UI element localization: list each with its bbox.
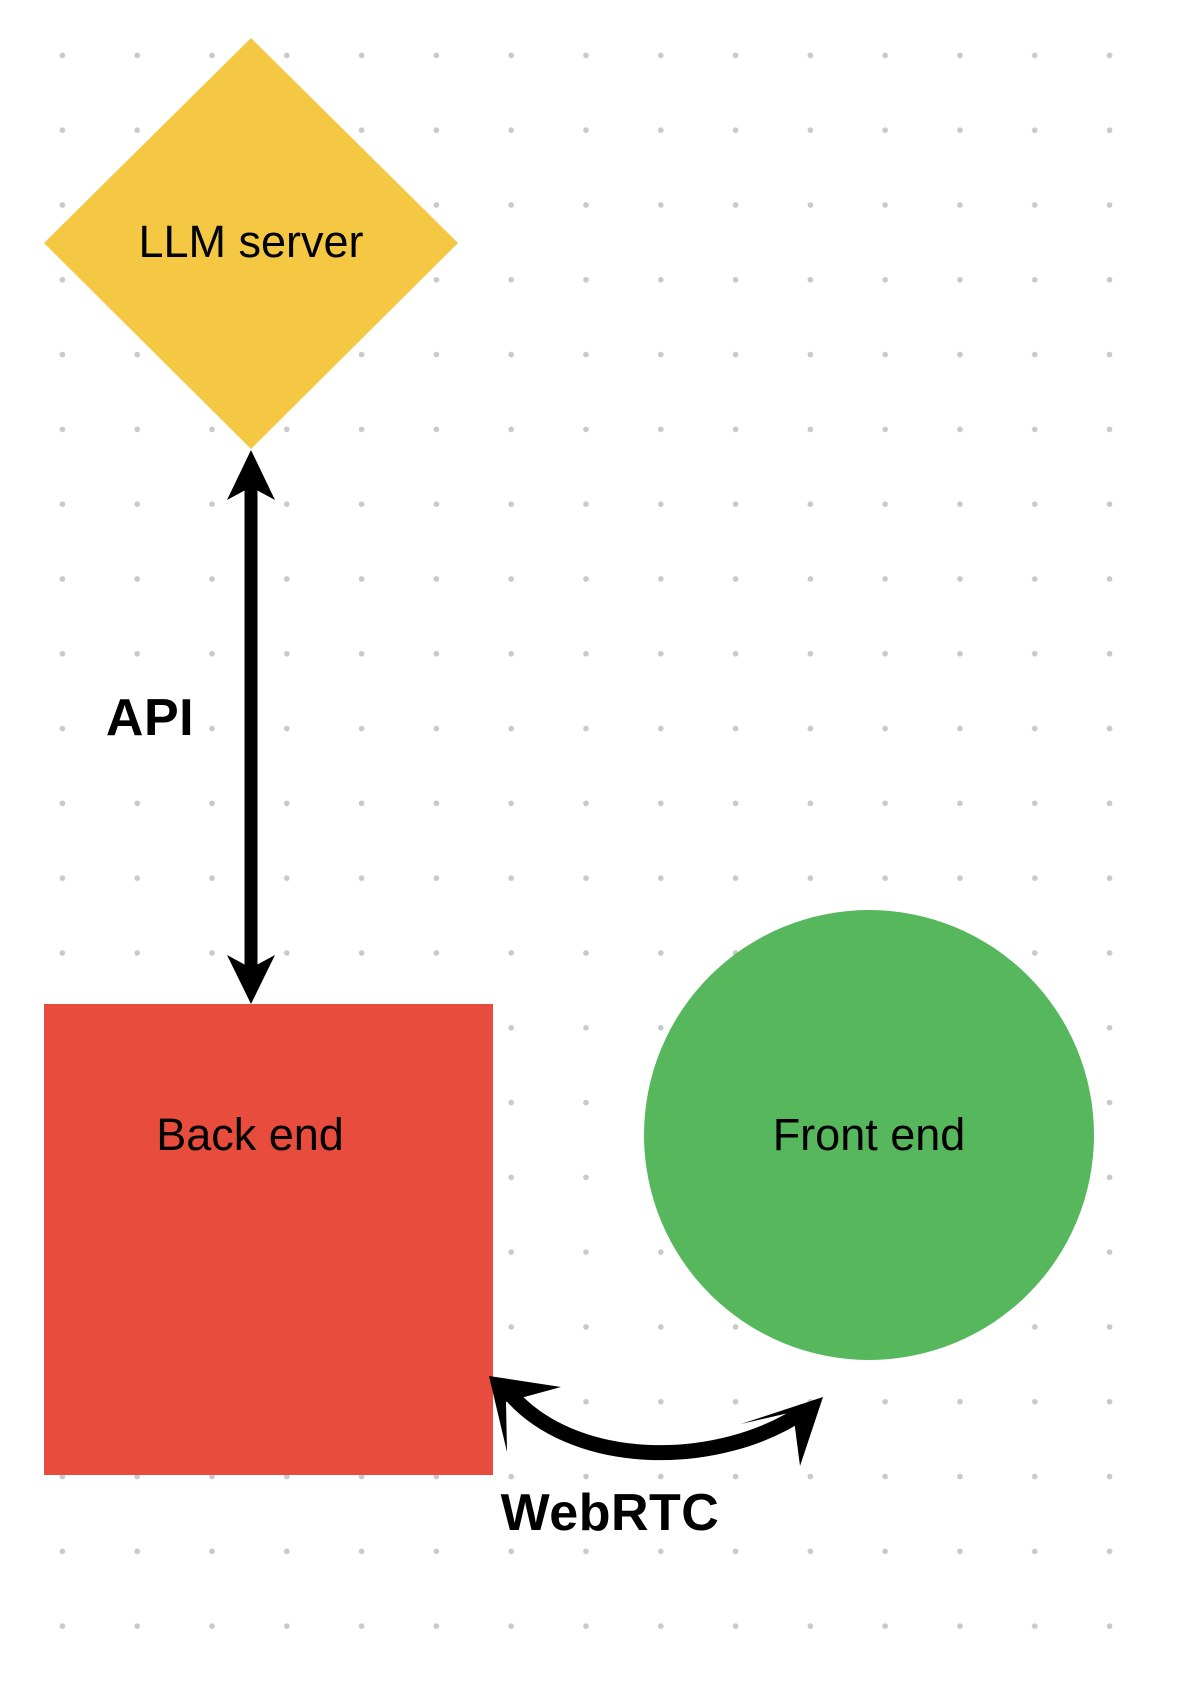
node-llm-server-label: LLM server <box>138 216 364 267</box>
arrowhead-down-icon <box>227 955 275 1004</box>
node-back-end-label: Back end <box>156 1109 344 1160</box>
edge-webrtc-label: WebRTC <box>500 1484 720 1542</box>
node-front-end-label: Front end <box>772 1109 966 1160</box>
arrowhead-up-icon <box>227 450 275 500</box>
edge-webrtc-arrow[interactable] <box>489 1376 823 1466</box>
node-back-end-shape[interactable] <box>44 1004 493 1475</box>
arrowhead-left-icon <box>489 1376 561 1452</box>
edge-api-arrow[interactable] <box>227 450 275 1004</box>
arrowhead-right-icon <box>741 1397 823 1466</box>
edge-api-label: API <box>105 689 195 747</box>
